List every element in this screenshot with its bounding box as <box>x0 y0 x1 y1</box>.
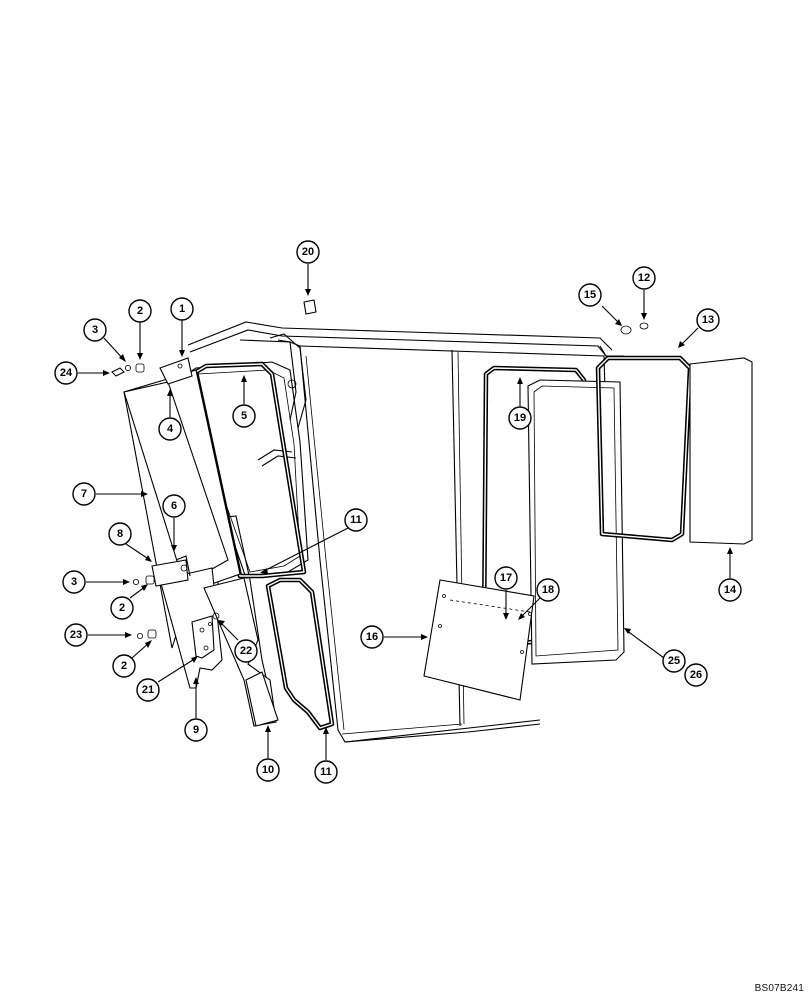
callout-21: 21 <box>136 678 160 702</box>
front-lower-seal <box>265 577 335 731</box>
cab-body <box>187 321 624 743</box>
callout-17: 17 <box>494 566 518 590</box>
callout-3-top: 3 <box>83 318 107 342</box>
callout-14-label: 14 <box>724 584 737 596</box>
callout-2-low: 2 <box>112 654 136 678</box>
callout-26: 26 <box>684 663 708 687</box>
callout-5-label: 5 <box>241 410 247 422</box>
top-hinge <box>159 357 193 385</box>
callout-10: 10 <box>256 758 280 782</box>
callout-3-mid: 3 <box>62 570 86 594</box>
callout-11-upper-label: 11 <box>350 514 362 526</box>
callout-9-label: 9 <box>193 724 199 736</box>
callout-15-label: 15 <box>584 289 596 301</box>
callout-25: 25 <box>662 649 686 673</box>
callout-13-label: 13 <box>702 314 714 326</box>
callout-8: 8 <box>108 522 132 546</box>
callout-16: 16 <box>360 625 384 649</box>
rear-window-seal <box>595 355 693 543</box>
callout-2-top: 2 <box>128 299 152 323</box>
callout-11-lower-label: 11 <box>320 766 332 778</box>
callout-1: 1 <box>170 297 194 321</box>
callout-4: 4 <box>158 417 182 441</box>
callout-9: 9 <box>184 718 208 742</box>
callout-25-label: 25 <box>668 655 680 667</box>
callout-18-label: 18 <box>542 584 554 596</box>
callout-20-label: 20 <box>302 246 314 258</box>
callout-12-label: 12 <box>638 272 650 284</box>
callout-19: 19 <box>508 406 532 430</box>
callout-10-label: 10 <box>262 764 274 776</box>
callout-11-lower: 11 <box>314 760 338 784</box>
side-panel <box>423 579 535 701</box>
callout-6: 6 <box>162 494 186 518</box>
callout-3-top-label: 3 <box>92 324 98 336</box>
callout-24-label: 24 <box>60 367 73 379</box>
callout-23: 23 <box>64 623 88 647</box>
callout-2-mid-label: 2 <box>119 602 125 614</box>
front-lower-glass <box>159 567 223 689</box>
callout-3-mid-label: 3 <box>71 576 77 588</box>
callout-5: 5 <box>232 404 256 428</box>
callout-20: 20 <box>296 240 320 264</box>
callout-8-label: 8 <box>117 528 123 540</box>
callout-6-label: 6 <box>171 500 177 512</box>
callout-22: 22 <box>234 639 258 663</box>
callout-18: 18 <box>536 578 560 602</box>
callout-2-mid: 2 <box>110 596 134 620</box>
callout-15: 15 <box>578 283 602 307</box>
door-glass <box>527 379 625 665</box>
callout-4-label: 4 <box>167 423 174 435</box>
callout-22-label: 22 <box>240 645 252 657</box>
callout-21-label: 21 <box>142 684 154 696</box>
callout-2-top-label: 2 <box>137 305 143 317</box>
callout-12: 12 <box>632 266 656 290</box>
rear-glass <box>689 357 753 545</box>
callout-16-label: 16 <box>366 631 378 643</box>
upper-hinge <box>151 555 191 587</box>
arrow-heads <box>103 289 733 734</box>
callout-7: 7 <box>72 482 96 506</box>
callout-1-label: 1 <box>179 303 185 315</box>
drawing-code: BS07B241 <box>754 983 804 994</box>
callout-11-upper: 11 <box>344 508 368 532</box>
hardware <box>111 299 649 640</box>
callout-19-label: 19 <box>514 412 526 424</box>
callout-7-label: 7 <box>81 488 87 500</box>
hinge-plate <box>191 615 215 659</box>
callout-23-label: 23 <box>70 629 82 641</box>
callout-2-low-label: 2 <box>121 660 127 672</box>
callout-26-label: 26 <box>690 669 702 681</box>
callout-24: 24 <box>54 361 78 385</box>
callout-17-label: 17 <box>500 572 512 584</box>
callout-14: 14 <box>718 578 742 602</box>
callout-13: 13 <box>696 308 720 332</box>
